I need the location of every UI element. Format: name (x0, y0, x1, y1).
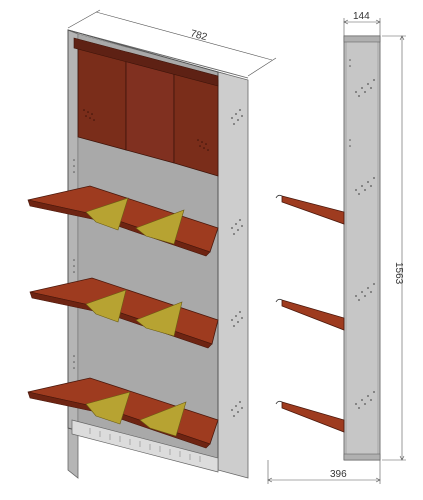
tray-1-insert-right (135, 209, 185, 245)
cabinet-bottom-rail (71, 419, 219, 473)
dimension-width-label: 782 (189, 28, 208, 43)
dimension-depth-label: 144 (353, 11, 370, 22)
dimension-depth (343, 18, 381, 36)
dimension-height (382, 35, 406, 461)
top-door-lip (73, 37, 219, 87)
side-view-panel (343, 35, 381, 461)
shoe-tray-2 (29, 277, 219, 349)
top-door-vent-dots (83, 109, 209, 151)
tray-2-insert-left (85, 289, 127, 323)
side-tray-2 (275, 298, 345, 331)
bottom-rail-slots (89, 428, 201, 462)
cabinet-iso-view: 782 (27, 9, 277, 479)
side-vent-dots (73, 109, 243, 417)
tray-2-insert-right (135, 301, 183, 337)
dimension-base-depth (267, 460, 381, 484)
dimension-height-label: 1563 (393, 262, 404, 285)
dimension-width (67, 9, 277, 77)
cabinet-right-side (217, 71, 249, 479)
tray-1-insert-left (85, 197, 129, 231)
shoe-tray-1 (27, 185, 219, 257)
tray-3-insert-right (139, 401, 187, 437)
dimension-base-depth-label: 396 (330, 469, 347, 480)
side-tray-3 (275, 400, 345, 433)
side-tray-1 (275, 194, 345, 225)
cabinet-left-side (67, 29, 79, 479)
shoe-tray-3 (27, 377, 219, 449)
cabinet-side-view: 144 1563 396 (267, 11, 406, 484)
side-view-vent-dots (349, 59, 375, 409)
tray-3-insert-left (85, 391, 131, 425)
